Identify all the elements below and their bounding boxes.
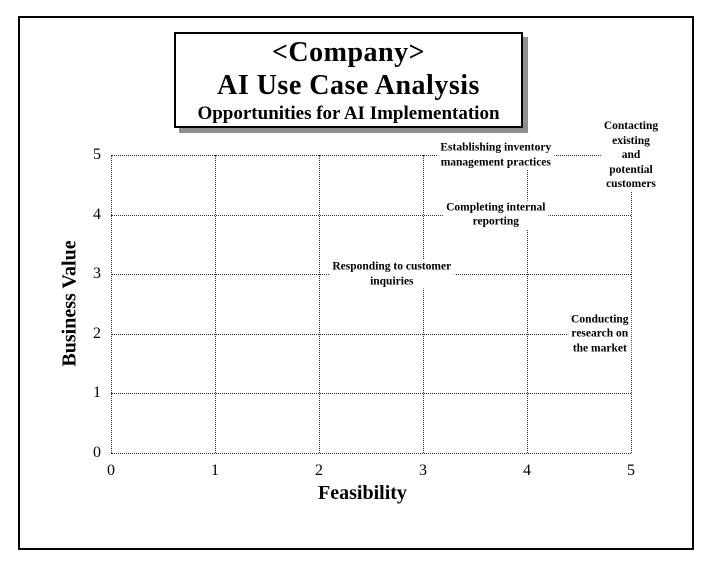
- gridline-vertical: [527, 155, 528, 453]
- y-tick-label: 2: [93, 324, 101, 342]
- gridline-vertical: [631, 155, 632, 453]
- gridline-horizontal: [111, 453, 631, 454]
- y-tick-label: 4: [93, 205, 101, 223]
- chart-title: AI Use Case Analysis: [217, 69, 480, 101]
- gridline-vertical: [111, 155, 112, 453]
- x-tick-label: 4: [523, 462, 531, 479]
- chart-title-box: <Company> AI Use Case Analysis Opportuni…: [174, 32, 523, 128]
- company-placeholder-title: <Company>: [271, 36, 426, 68]
- y-axis-title: Business Value: [58, 240, 81, 367]
- x-tick-label: 0: [107, 462, 115, 479]
- x-tick-label: 2: [315, 462, 323, 479]
- x-tick-label: 3: [419, 462, 427, 479]
- y-tick-label: 1: [93, 384, 101, 402]
- gridline-horizontal: [111, 393, 631, 395]
- x-axis-title: Feasibility: [318, 482, 407, 504]
- gridline-horizontal: [111, 214, 631, 216]
- y-tick-label: 0: [93, 444, 101, 461]
- point-label: Contacting existing and potential custom…: [600, 118, 662, 192]
- point-label: Conducting research on the market: [568, 312, 632, 356]
- gridline-vertical: [215, 155, 216, 453]
- point-label: Responding to customer inquiries: [329, 259, 455, 289]
- point-label: Completing internal reporting: [443, 200, 549, 230]
- point-label: Establishing inventory management practi…: [437, 140, 555, 170]
- gridline-horizontal: [111, 333, 631, 335]
- y-tick-label: 3: [93, 265, 101, 283]
- chart-subtitle: Opportunities for AI Implementation: [197, 102, 500, 124]
- plot-area: Establishing inventory management practi…: [111, 118, 662, 454]
- x-tick-label: 5: [627, 462, 635, 479]
- gridline-vertical: [423, 155, 424, 453]
- gridline-horizontal: [111, 155, 631, 156]
- y-tick-label: 5: [93, 146, 101, 163]
- gridline-vertical: [319, 155, 320, 453]
- x-tick-label: 1: [211, 462, 219, 479]
